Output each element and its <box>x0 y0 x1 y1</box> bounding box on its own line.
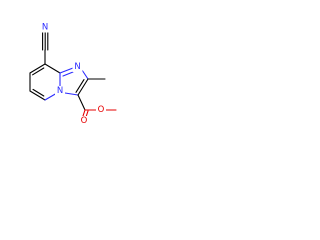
bond-c6-c5-inner <box>32 88 45 97</box>
bond-c2-c3 <box>77 78 89 96</box>
ester-o-label: O <box>98 105 105 115</box>
bond-n1-c2 <box>81 69 89 80</box>
bond-c8-c7 <box>29 63 46 74</box>
bond-c2-c3-inner <box>75 79 85 93</box>
molecule-structure: N N N O O <box>29 22 117 126</box>
bond-c3-n4 <box>64 92 79 96</box>
bridgehead-n-label: N <box>57 86 63 96</box>
imidazole-n-label: N <box>74 62 80 72</box>
carbonyl-o-label: O <box>81 116 88 126</box>
bond-c3-carbonyl <box>77 94 86 111</box>
bond-c8a-n1-inner <box>62 71 74 77</box>
bond-c8-c7-inner <box>32 67 45 76</box>
bond-c8a-n1 <box>59 67 74 74</box>
structure-canvas: N N N O O <box>0 0 152 152</box>
bond-c8-c8a <box>44 63 61 74</box>
bond-c6-c5 <box>29 90 46 101</box>
nitrile-n-label: N <box>42 23 48 33</box>
